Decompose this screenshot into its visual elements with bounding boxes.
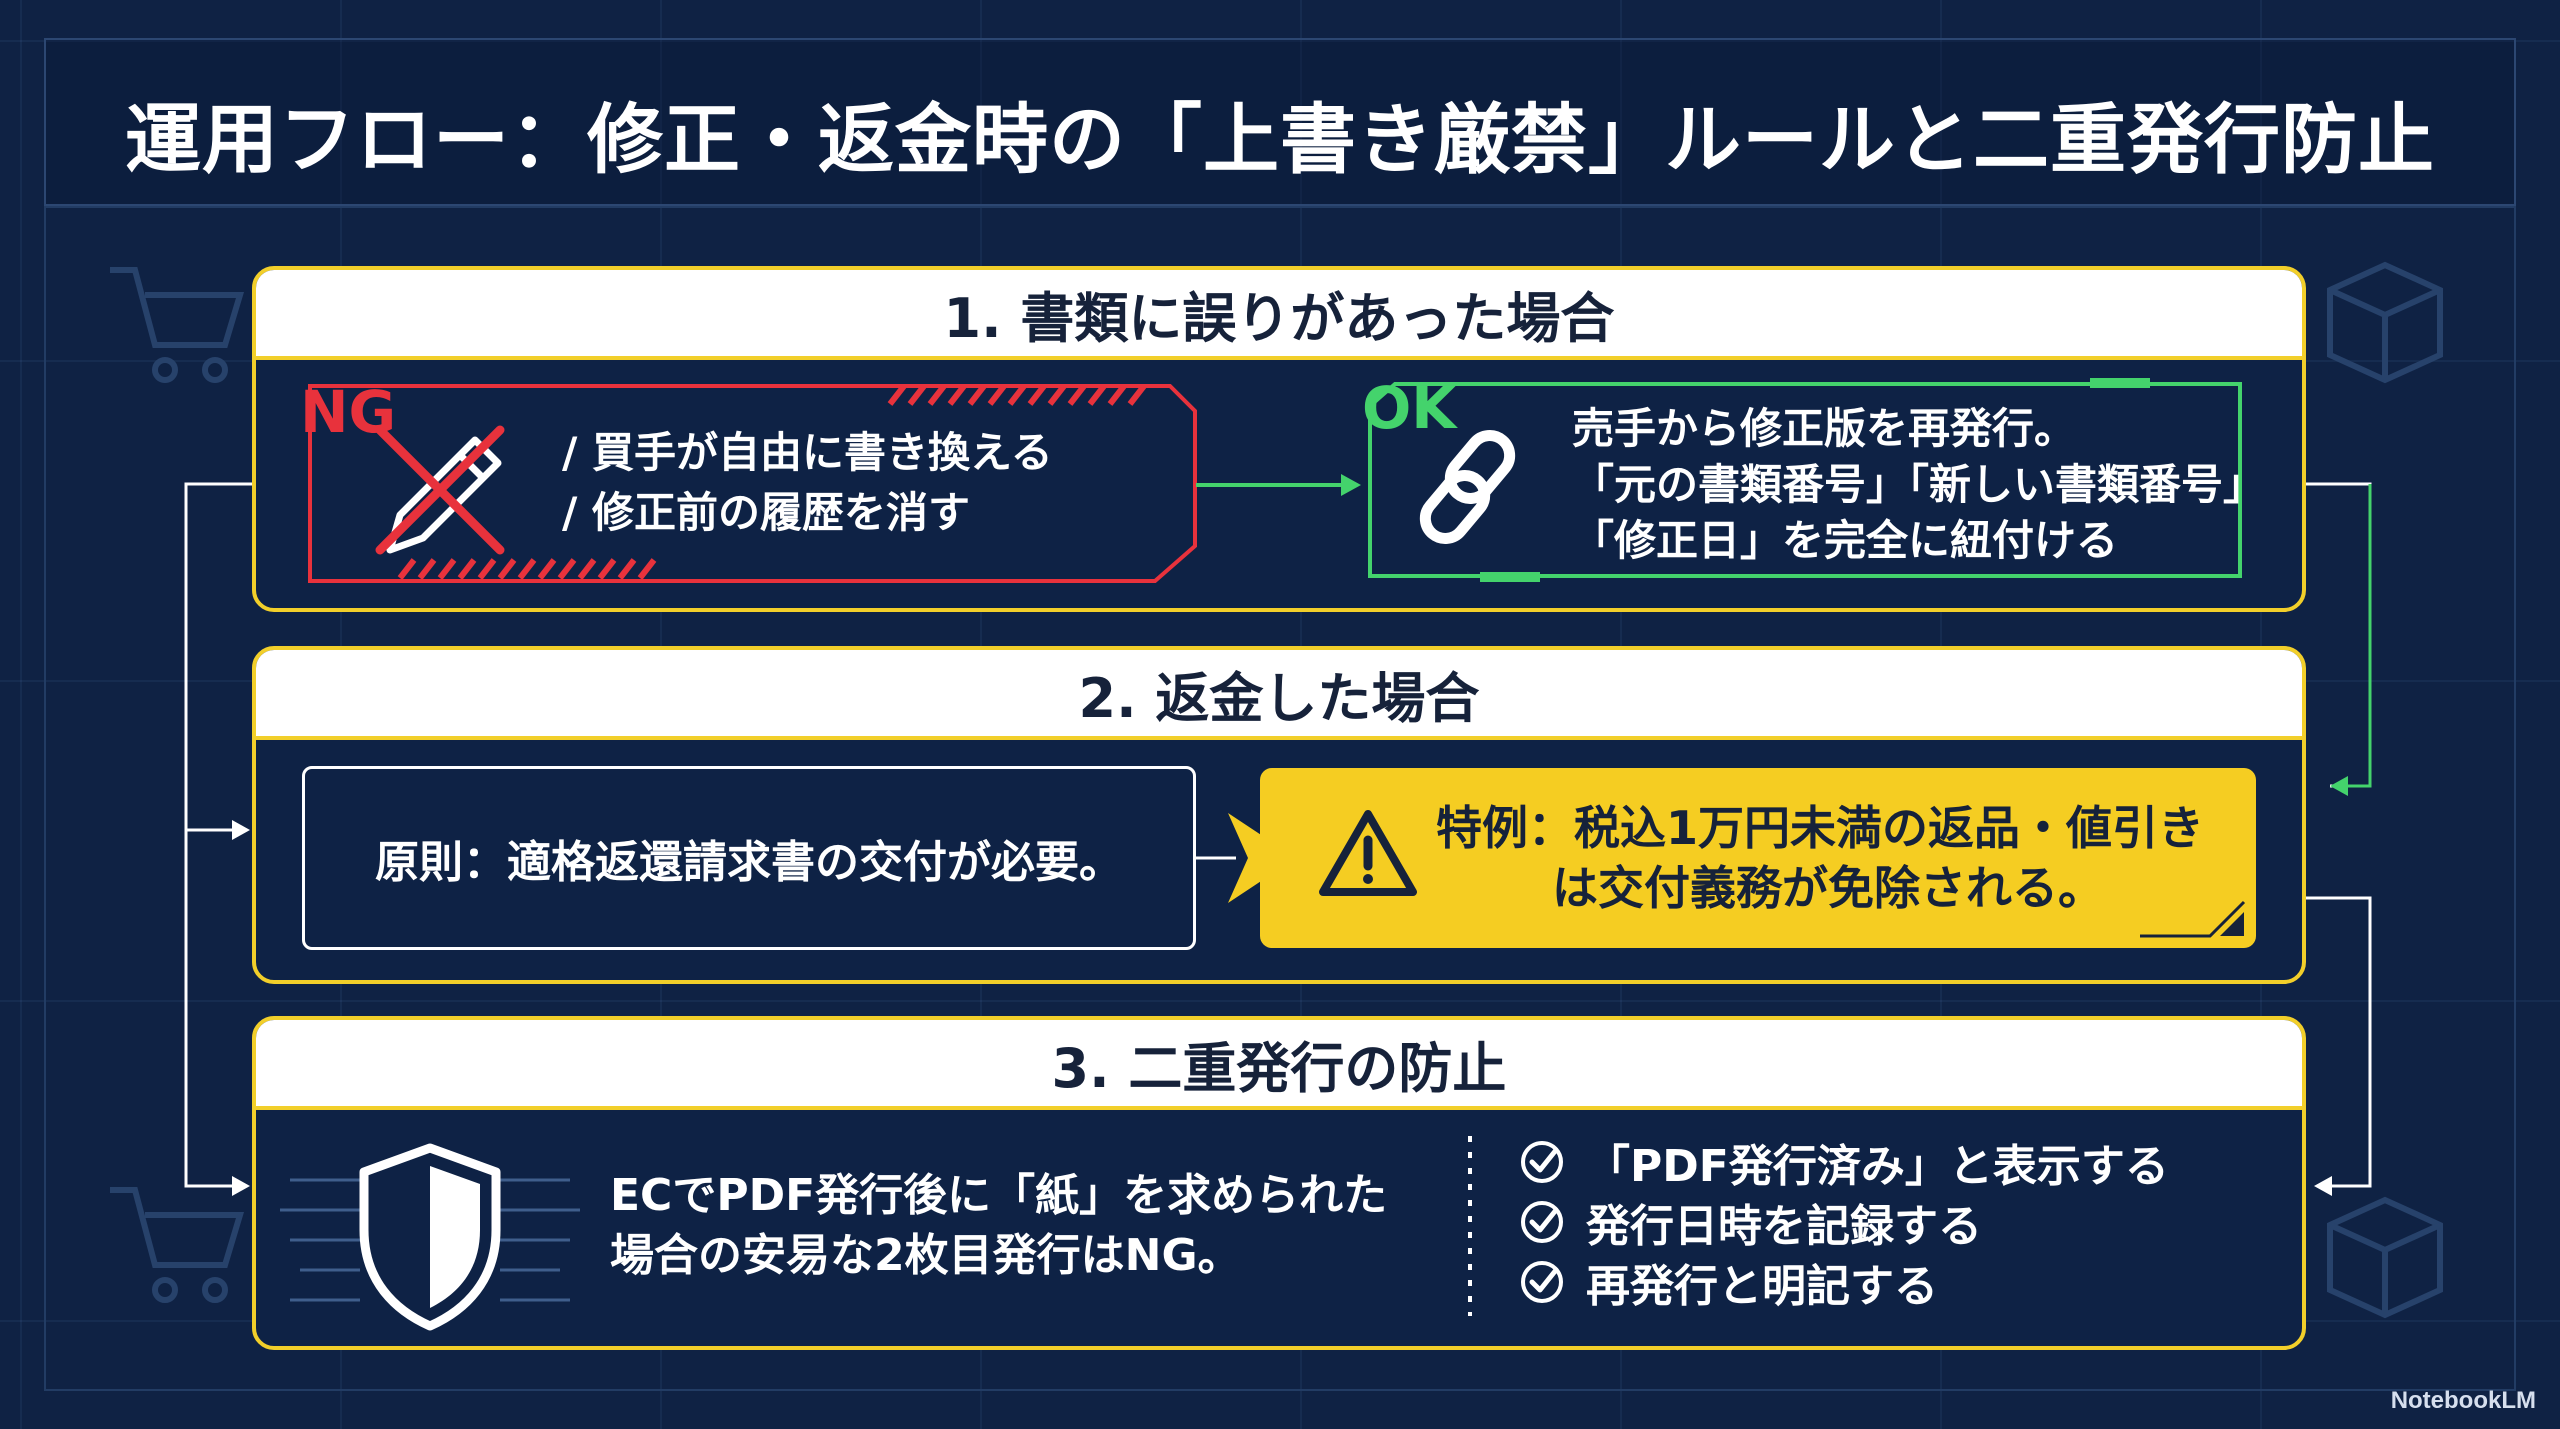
ng-line-1: / 買手が自由に書き換える (562, 428, 1053, 477)
box-icon (2327, 1196, 2443, 1319)
check-label: 「PDF発行済み」と表示する (1586, 1141, 2169, 1192)
warning-icon (1319, 810, 1417, 896)
brand-badge: NotebookLM (2391, 1387, 2536, 1415)
pen-crossed-icon (375, 425, 505, 555)
title-frame (44, 38, 2516, 206)
ok-line-2: 「元の書類番号」「新しい書類番号」 (1572, 460, 2266, 509)
ok-line-1: 売手から修正版を再発行。 (1572, 404, 2077, 453)
check-circle-icon (1521, 1141, 1563, 1183)
dotted-divider (1468, 1136, 1472, 1316)
ok-label: OK (1362, 374, 1457, 442)
cart-icon (110, 267, 245, 383)
duplicate-line-2: 場合の安易な2枚目発行はNG。 (610, 1230, 1242, 1281)
box-icon (2327, 261, 2443, 384)
exception-box: 特例：税込1万円未満の返品・値引き は交付義務が免除される。 (1260, 768, 2256, 948)
check-list: 「PDF発行済み」と表示する 発行日時を記録する 再発行と明記する (1518, 1132, 2169, 1312)
check-circle-icon (1521, 1201, 1563, 1243)
exception-line-1: 特例：税込1万円未満の返品・値引き (1436, 801, 2205, 855)
ng-line-2: / 修正前の履歴を消す (562, 488, 970, 537)
check-item: 「PDF発行済み」と表示する (1518, 1132, 2169, 1192)
principle-box: 原則：適格返還請求書の交付が必要。 (302, 766, 1196, 950)
exception-line-2: は交付義務が免除される。 (1552, 861, 2104, 915)
section-duplicate-prevention: 3. 二重発行の防止 (252, 1016, 2306, 1350)
section-heading: 2. 返金した場合 (256, 650, 2302, 740)
brand-label: NotebookLM (2390, 1387, 2536, 1414)
ok-line-3: 「修正日」を完全に紐付ける (1572, 516, 2119, 565)
section-heading: 1. 書類に誤りがあった場合 (256, 270, 2302, 360)
page-title: 運用フロー：修正・返金時の「上書き厳禁」ルールと二重発行防止 (125, 95, 2435, 184)
content-frame (44, 206, 2516, 1391)
check-item: 再発行と明記する (1518, 1252, 2169, 1312)
ok-frame (1368, 378, 2242, 582)
section-error-correction: 1. 書類に誤りがあった場合 (252, 266, 2306, 612)
ng-to-ok-arrow (1196, 474, 1361, 496)
shield-icon (280, 1143, 580, 1331)
corner-accent (2140, 900, 2246, 938)
check-label: 発行日時を記録する (1586, 1201, 1982, 1252)
exception-text: 特例：税込1万円未満の返品・値引き は交付義務が免除される。 (1436, 798, 2204, 918)
check-item: 発行日時を記録する (1518, 1192, 2169, 1252)
duplicate-line-1: ECでPDF発行後に「紙」を求められた (610, 1170, 1388, 1221)
principle-text: 原則：適格返還請求書の交付が必要。 (375, 837, 1123, 888)
check-circle-icon (1521, 1261, 1563, 1303)
check-label: 再発行と明記する (1586, 1261, 1938, 1312)
chain-link-icon (1419, 430, 1516, 544)
ng-frame (308, 384, 1197, 583)
cart-icon (110, 1187, 245, 1303)
section-heading: 3. 二重発行の防止 (256, 1020, 2302, 1110)
